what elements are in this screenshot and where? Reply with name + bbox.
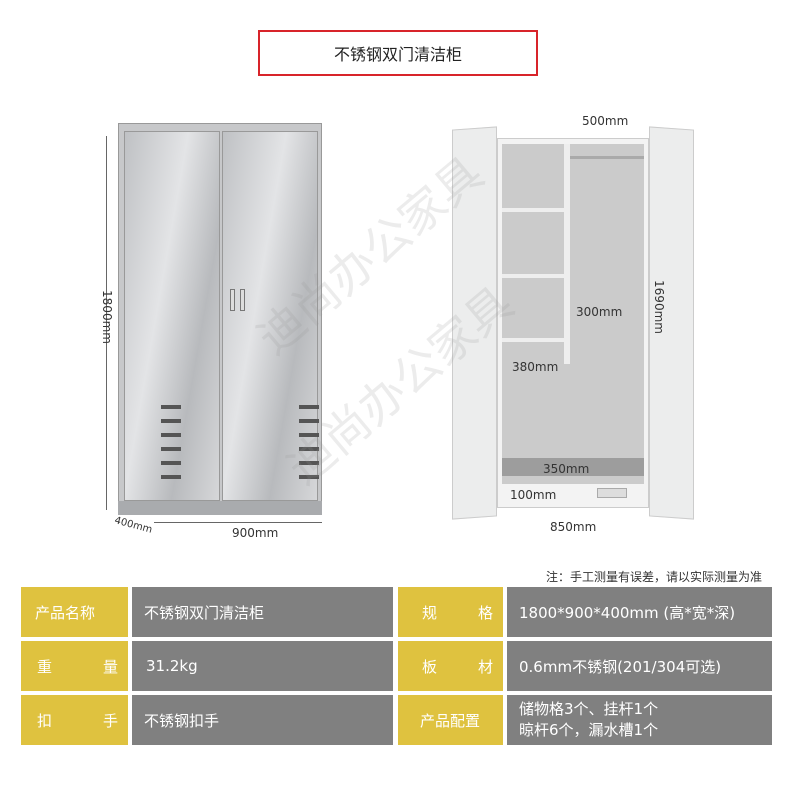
vent-slot	[309, 475, 319, 479]
vent-slot	[309, 447, 319, 451]
dim-100: 100mm	[510, 488, 557, 502]
label-spec: 规格	[398, 587, 503, 637]
width-dim: 900mm	[232, 526, 279, 540]
vent-slot	[161, 461, 171, 465]
handle-icon	[230, 289, 235, 311]
height-dim: 1800mm	[99, 290, 114, 344]
dim-850: 850mm	[550, 520, 597, 534]
vent-slot	[171, 433, 181, 437]
config-line: 储物格3个、挂杆1个	[519, 700, 659, 718]
value-config: 储物格3个、挂杆1个晾杆6个，漏水槽1个	[507, 695, 772, 745]
label-material: 板材	[398, 641, 503, 691]
depth-dim: 400mm	[113, 515, 154, 536]
vent-slot	[171, 405, 181, 409]
vent-slot	[161, 419, 171, 423]
value-handle: 不锈钢扣手	[132, 695, 393, 745]
value-material: 0.6mm不锈钢(201/304可选)	[507, 641, 772, 691]
vent-slot	[299, 419, 309, 423]
vent-slot	[161, 447, 171, 451]
vent-slot	[299, 405, 309, 409]
label-part: 规	[422, 603, 438, 622]
vent-slot	[161, 405, 171, 409]
label-part: 扣	[37, 711, 53, 730]
value-product-name: 不锈钢双门清洁柜	[132, 587, 393, 637]
dim-380: 380mm	[512, 360, 559, 374]
vent-slot	[171, 461, 181, 465]
label-part: 格	[477, 603, 493, 622]
vent-slot	[299, 447, 309, 451]
vent-slot	[299, 475, 309, 479]
open-cabinet-image	[452, 126, 694, 523]
left-door	[124, 131, 220, 501]
vent-slot	[171, 419, 181, 423]
dim-1690: 1690mm	[651, 280, 666, 334]
label-weight: 重量	[21, 641, 128, 691]
value-weight: 31.2kg	[132, 641, 393, 691]
dim-350: 350mm	[543, 462, 590, 476]
right-door	[222, 131, 318, 501]
handle-icon	[240, 289, 245, 311]
vent-slot	[171, 447, 181, 451]
label-part: 板	[422, 657, 438, 676]
vent-slot	[309, 419, 319, 423]
label-part: 量	[102, 657, 118, 676]
closed-cabinet-image	[118, 123, 322, 515]
label-product-name: 产品名称	[21, 587, 128, 637]
label-part: 重	[37, 657, 53, 676]
vent-slot	[161, 475, 171, 479]
vent-slot	[161, 433, 171, 437]
vent-slot	[171, 475, 181, 479]
vent-slot	[299, 461, 309, 465]
config-line: 晾杆6个，漏水槽1个	[519, 721, 659, 739]
vent-slot	[299, 433, 309, 437]
vent-slot	[309, 461, 319, 465]
measurement-note: 注：手工测量有误差，请以实际测量为准	[545, 570, 762, 584]
vent-slot	[309, 405, 319, 409]
dim-500: 500mm	[582, 114, 629, 128]
dim-300: 300mm	[576, 305, 623, 319]
vent-slot	[309, 433, 319, 437]
label-part: 材	[477, 657, 493, 676]
value-spec: 1800*900*400mm (高*宽*深)	[507, 587, 772, 637]
label-part: 手	[102, 711, 118, 730]
label-config: 产品配置	[398, 695, 503, 745]
label-handle: 扣手	[21, 695, 128, 745]
page-title: 不锈钢双门清洁柜	[258, 30, 538, 76]
